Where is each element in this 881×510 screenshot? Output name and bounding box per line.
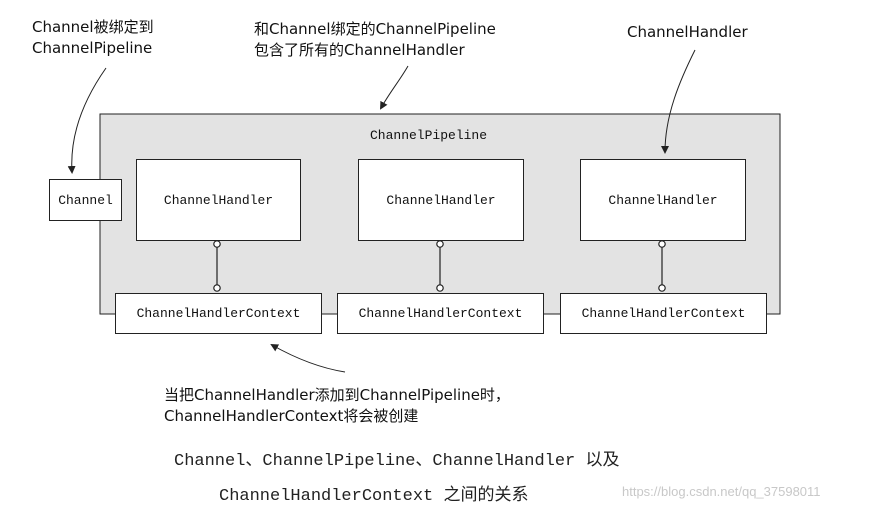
caption-line1: Channel、ChannelPipeline、ChannelHandler 以…: [174, 445, 619, 471]
connector-1-top-dot: [213, 240, 221, 248]
connector-2-top-dot: [436, 240, 444, 248]
connector-1-bottom-dot: [213, 284, 221, 292]
annotation-channel-line1: Channel被绑定到: [32, 18, 154, 36]
context-box-1-label: ChannelHandlerContext: [136, 306, 301, 321]
channel-box: Channel: [49, 179, 122, 221]
context-box-2: ChannelHandlerContext: [337, 293, 544, 334]
annotation-pipeline: 和Channel绑定的ChannelPipeline 包含了所有的Channel…: [254, 19, 496, 61]
arrow-channel-annotation: [67, 67, 107, 174]
handler-box-3-label: ChannelHandler: [608, 192, 718, 208]
pipeline-label: ChannelPipeline: [370, 128, 488, 143]
caption-line1-mono: Channel、ChannelPipeline、ChannelHandler: [174, 452, 576, 471]
context-box-3: ChannelHandlerContext: [560, 293, 767, 334]
context-box-3-label: ChannelHandlerContext: [581, 306, 746, 321]
annotation-context: 当把ChannelHandler添加到ChannelPipeline时， Cha…: [164, 385, 510, 427]
connector-3-bottom-dot: [658, 284, 666, 292]
channel-box-label: Channel: [58, 192, 113, 208]
annotation-pipeline-line1: 和Channel绑定的ChannelPipeline: [254, 20, 496, 38]
annotation-handler: ChannelHandler: [627, 23, 748, 41]
arrow-handler-annotation: [661, 49, 696, 154]
handler-box-3: ChannelHandler: [580, 159, 746, 241]
annotation-channel-line2: ChannelPipeline: [32, 39, 153, 57]
caption-line1-cjk: 以及: [585, 450, 620, 470]
annotation-pipeline-line2: 包含了所有的ChannelHandler: [254, 41, 465, 59]
arrow-context-annotation: [270, 344, 346, 373]
caption-line2-mono: ChannelHandlerContext: [219, 487, 434, 506]
annotation-context-line1: 当把ChannelHandler添加到ChannelPipeline时，: [164, 386, 510, 404]
handler-box-2: ChannelHandler: [358, 159, 524, 241]
handler-box-1: ChannelHandler: [136, 159, 301, 241]
arrow-pipeline-annotation: [380, 65, 409, 110]
handler-box-2-label: ChannelHandler: [386, 192, 496, 208]
handler-box-1-label: ChannelHandler: [163, 192, 274, 208]
connector-2-bottom-dot: [436, 284, 444, 292]
connector-3-top-dot: [658, 240, 666, 248]
caption-line2: ChannelHandlerContext 之间的关系: [219, 480, 528, 506]
context-box-2-label: ChannelHandlerContext: [358, 306, 523, 321]
annotation-channel: Channel被绑定到 ChannelPipeline: [32, 17, 154, 59]
watermark: https://blog.csdn.net/qq_37598011: [622, 484, 821, 499]
annotation-context-line2: ChannelHandlerContext将会被创建: [164, 407, 419, 425]
context-box-1: ChannelHandlerContext: [115, 293, 322, 334]
caption-line2-cjk: 之间的关系: [443, 485, 529, 505]
